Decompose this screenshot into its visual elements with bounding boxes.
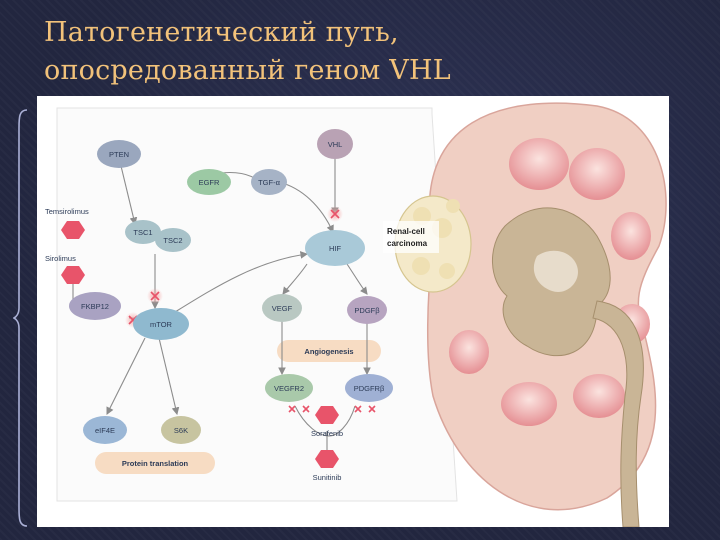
drug-sunitinib-label: Sunitinib — [313, 473, 342, 482]
node-vegfr2: VEGFR2 — [265, 374, 313, 402]
node-hif-label: HIF — [329, 244, 342, 253]
node-pdgfb-label: PDGFβ — [354, 306, 380, 315]
node-vegf-label: VEGF — [272, 304, 293, 313]
rcc-label-line-2: carcinoma — [387, 239, 428, 248]
node-tsc2: TSC2 — [155, 228, 191, 252]
node-vegfr2-label: VEGFR2 — [274, 384, 304, 393]
node-vhl: VHL — [317, 129, 353, 159]
node-eif4e: eIF4E — [83, 416, 127, 444]
node-mtor: mTOR — [133, 308, 189, 340]
node-pten-label: PTEN — [109, 150, 129, 159]
node-hif: HIF — [305, 230, 365, 266]
drug-temsirolimus-label: Temsirolimus — [45, 207, 89, 216]
node-tsc1-label: TSC1 — [133, 228, 152, 237]
drug-temsirolimus: Temsirolimus — [45, 207, 89, 239]
pathway-figure: Renal-cell carcinoma Angiogenesis Protei… — [37, 96, 669, 527]
protein-translation-label: Protein translation — [122, 459, 189, 468]
rcc-label: Renal-cell carcinoma — [383, 221, 439, 253]
node-egfr: EGFR — [187, 169, 231, 195]
node-s6k: S6K — [161, 416, 201, 444]
drug-sorafenib: Sorafenib — [311, 406, 343, 438]
drug-sunitinib: Sunitinib — [313, 450, 342, 482]
node-tsc2-label: TSC2 — [163, 236, 182, 245]
node-pten: PTEN — [97, 140, 141, 168]
node-egfr-label: EGFR — [199, 178, 220, 187]
node-fkbp12: FKBP12 — [69, 292, 121, 320]
pathway-figure-svg: Renal-cell carcinoma Angiogenesis Protei… — [45, 102, 667, 527]
node-pdgfb: PDGFβ — [347, 296, 387, 324]
protein-translation-band — [95, 452, 215, 474]
angiogenesis-label: Angiogenesis — [304, 347, 353, 356]
node-pdgfrb-label: PDGFRβ — [354, 384, 385, 393]
rcc-label-line-1: Renal-cell — [387, 227, 425, 236]
kidney-illustration: Renal-cell carcinoma — [383, 102, 667, 527]
left-brace-decoration — [13, 109, 28, 527]
slide-title-line-2: опосредованный геном VHL — [44, 55, 451, 86]
node-tsc1: TSC1 — [125, 220, 161, 244]
node-tgfa: TGF-α — [251, 169, 287, 195]
drug-sirolimus-label: Sirolimus — [45, 254, 76, 263]
node-vhl-label: VHL — [328, 140, 343, 149]
node-s6k-label: S6K — [174, 426, 188, 435]
drug-sirolimus: Sirolimus — [45, 254, 85, 284]
angiogenesis-band — [277, 340, 381, 362]
node-eif4e-label: eIF4E — [95, 426, 115, 435]
drug-sorafenib-label: Sorafenib — [311, 429, 343, 438]
slide-title-line-1: Патогенетический путь, — [44, 17, 399, 48]
node-mtor-label: mTOR — [150, 320, 173, 329]
node-vegf: VEGF — [262, 294, 302, 322]
node-pdgfrb: PDGFRβ — [345, 374, 393, 402]
node-fkbp12-label: FKBP12 — [81, 302, 109, 311]
node-tgfa-label: TGF-α — [258, 178, 280, 187]
slide-title: Патогенетический путь, опосредованный ге… — [44, 14, 684, 90]
ureter — [592, 300, 644, 527]
